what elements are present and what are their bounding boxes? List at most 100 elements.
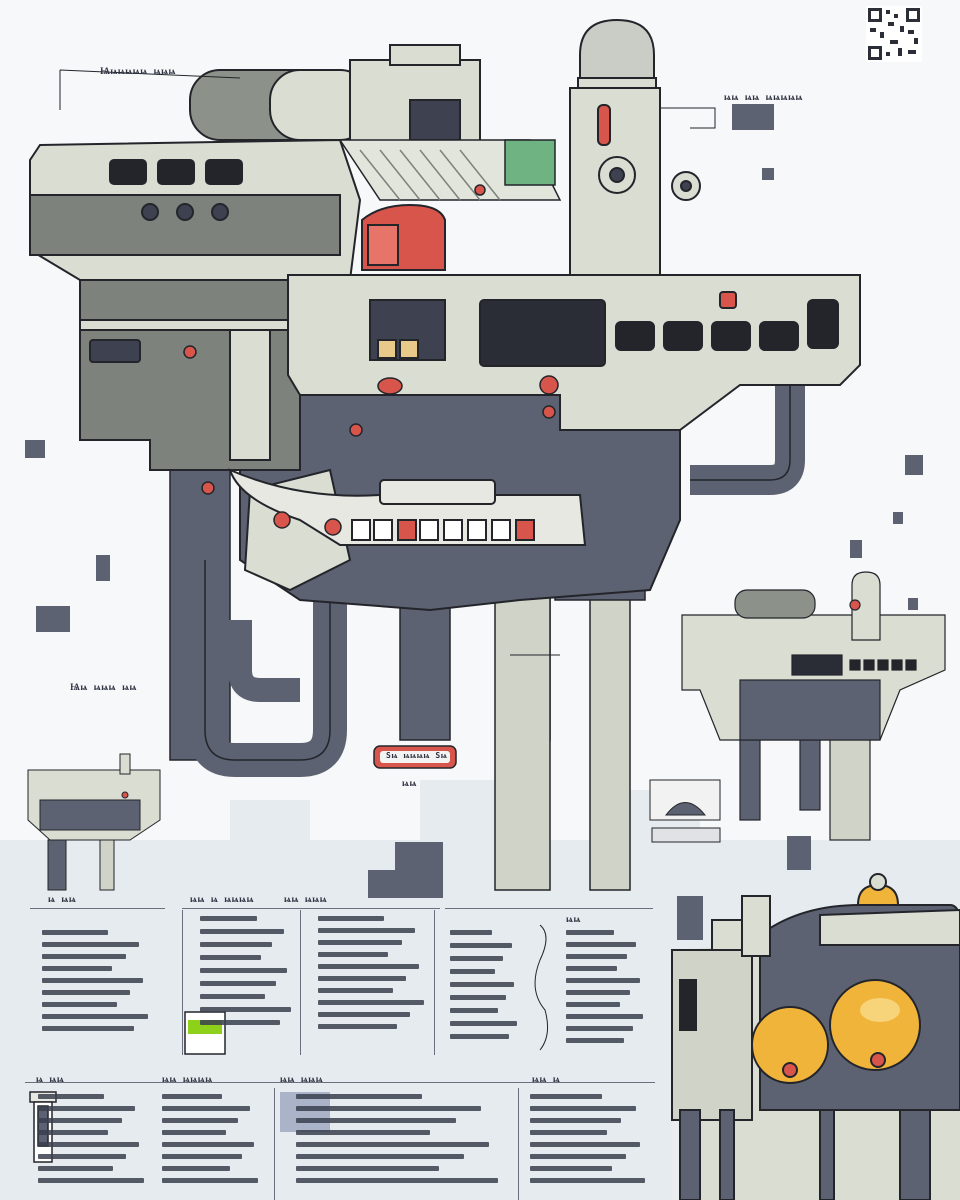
text-line bbox=[318, 1000, 424, 1005]
text-line bbox=[318, 976, 406, 981]
green-meter bbox=[184, 1011, 226, 1055]
panel-rule bbox=[274, 1088, 275, 1200]
panel-rule bbox=[182, 910, 183, 1055]
text-line bbox=[38, 1142, 140, 1147]
text-line bbox=[566, 930, 614, 935]
top-left-tag: Ѩѩѩѩѩѩ ѩѩѩ bbox=[100, 67, 176, 77]
text-line bbox=[296, 1130, 431, 1135]
text-line bbox=[162, 1130, 226, 1135]
text-line bbox=[318, 952, 389, 957]
dome-tower bbox=[569, 18, 701, 279]
panel-title: ѩѩ ѩѩѩ bbox=[280, 1075, 324, 1085]
elbow-pipe bbox=[690, 380, 805, 495]
text-line bbox=[318, 964, 420, 969]
text-line bbox=[450, 1021, 518, 1026]
text-line bbox=[450, 969, 495, 974]
bottom-tag: ѩѩ bbox=[402, 779, 417, 789]
text-line bbox=[200, 981, 276, 986]
text-line bbox=[450, 1034, 509, 1039]
text-line bbox=[200, 929, 284, 934]
text-line bbox=[566, 978, 640, 983]
text-line bbox=[42, 954, 126, 959]
text-line bbox=[530, 1118, 622, 1123]
text-line bbox=[162, 1118, 238, 1123]
text-line bbox=[566, 1026, 634, 1031]
text-line bbox=[566, 990, 630, 995]
main-hull bbox=[287, 274, 861, 431]
text-line bbox=[162, 1154, 242, 1159]
text-line bbox=[530, 1130, 607, 1135]
text-line bbox=[530, 1106, 636, 1111]
text-line bbox=[42, 966, 113, 971]
text-line bbox=[566, 966, 618, 971]
text-line bbox=[162, 1094, 222, 1099]
panel-rule bbox=[182, 908, 440, 909]
text-line bbox=[38, 1130, 109, 1135]
mini-station-right bbox=[681, 571, 946, 841]
label-plate bbox=[373, 745, 457, 769]
text-line bbox=[162, 1178, 258, 1183]
red-knobs bbox=[183, 184, 559, 536]
upper-left-hull bbox=[29, 138, 362, 281]
storage-tanks bbox=[189, 44, 481, 151]
gauge-icon bbox=[29, 1091, 57, 1163]
text-line bbox=[42, 930, 108, 935]
text-line bbox=[566, 1038, 624, 1043]
text-line bbox=[38, 1154, 126, 1159]
text-line bbox=[162, 1106, 250, 1111]
red-reactor bbox=[361, 203, 446, 271]
text-line bbox=[530, 1178, 646, 1183]
lower-platform bbox=[228, 468, 587, 546]
text-line bbox=[42, 978, 144, 983]
text-line bbox=[200, 1007, 292, 1012]
panel-rule bbox=[30, 908, 165, 909]
text-line bbox=[200, 916, 257, 921]
text-line bbox=[318, 940, 402, 945]
text-line bbox=[296, 1118, 456, 1123]
text-line bbox=[200, 1020, 280, 1025]
mini-station-left bbox=[27, 753, 161, 891]
text-line bbox=[42, 942, 139, 947]
panel-title: ѩ ѩѩ bbox=[36, 1075, 65, 1085]
text-line bbox=[318, 928, 415, 933]
text-line bbox=[200, 955, 261, 960]
text-line bbox=[42, 1002, 117, 1007]
panel-rule bbox=[434, 910, 435, 1055]
text-line bbox=[296, 1178, 498, 1183]
text-line bbox=[42, 1026, 135, 1031]
text-line bbox=[318, 916, 384, 921]
panel-title: ѩѩ ѩѩѩѩ bbox=[162, 1075, 213, 1085]
panel-title: ѩ ѩѩ bbox=[48, 895, 77, 905]
text-line bbox=[450, 943, 512, 948]
panel-rule bbox=[445, 908, 653, 909]
text-line bbox=[200, 942, 273, 947]
detail-yellow-spheres bbox=[671, 873, 960, 1200]
text-line bbox=[200, 968, 288, 973]
text-line bbox=[42, 1014, 148, 1019]
text-line bbox=[450, 1008, 498, 1013]
panel-rule bbox=[300, 910, 301, 1055]
text-line bbox=[38, 1118, 122, 1123]
text-line bbox=[530, 1094, 602, 1099]
text-line bbox=[296, 1142, 490, 1147]
text-line bbox=[566, 1014, 643, 1019]
inset-screen bbox=[649, 779, 721, 843]
panel-title: ѩѩ ѩ ѩѩѩѩ bbox=[190, 895, 255, 905]
text-line bbox=[450, 956, 504, 961]
panel-title: ѩѩ ѩѩѩ bbox=[284, 895, 328, 905]
text-line bbox=[162, 1166, 230, 1171]
text-line bbox=[38, 1178, 144, 1183]
left-mid-hull bbox=[79, 279, 301, 471]
u-pipe bbox=[188, 560, 347, 777]
text-line bbox=[530, 1154, 626, 1159]
text-line bbox=[566, 954, 627, 959]
text-line bbox=[530, 1166, 612, 1171]
text-line bbox=[318, 1012, 411, 1017]
text-line bbox=[38, 1094, 104, 1099]
text-line bbox=[296, 1094, 422, 1099]
text-line bbox=[566, 942, 637, 947]
text-line bbox=[318, 988, 393, 993]
panel-title: ѩѩ bbox=[566, 915, 581, 925]
text-line bbox=[296, 1166, 439, 1171]
